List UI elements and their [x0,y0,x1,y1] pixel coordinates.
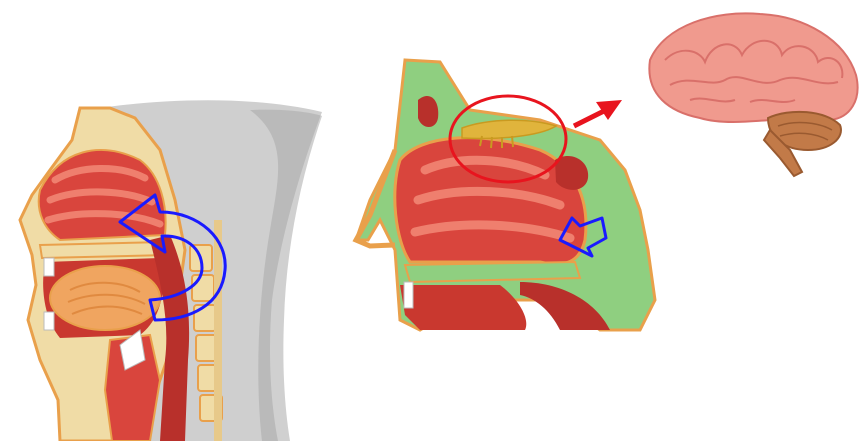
tongue [50,266,160,330]
palate-mid [405,262,580,282]
nasal-cavity-closeup [356,60,655,330]
upper-teeth [44,258,54,276]
hard-palate [40,242,168,258]
lower-mouth [400,285,526,330]
spinal-cord [214,220,222,441]
head-sagittal-section [20,100,322,441]
front-tooth [404,282,413,308]
brain [649,13,857,176]
cerebrum [649,13,857,122]
lower-teeth [44,312,54,330]
pointer-arrow [574,100,622,126]
